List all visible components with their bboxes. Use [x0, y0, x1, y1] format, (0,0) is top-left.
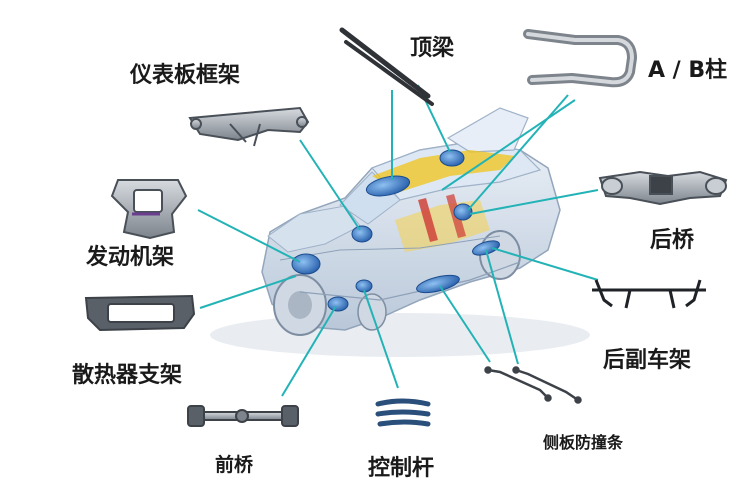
- engine-mount-part: [110, 179, 188, 240]
- leader-rear-subframe: [491, 247, 599, 281]
- instrument-panel-frame-part: [188, 106, 310, 147]
- radiator-support-part: [84, 294, 196, 332]
- label-front-axle: 前桥: [215, 454, 254, 476]
- leader-radiator: [199, 275, 297, 309]
- label-roof-beam: 顶梁: [410, 36, 455, 61]
- label-control-arm: 控制杆: [368, 456, 435, 481]
- leader-side-bar-2: [485, 249, 519, 365]
- label-instrument-panel-frame: 仪表板框架: [130, 63, 241, 88]
- control-arm-part: [375, 398, 431, 427]
- leader-control-arm: [363, 289, 399, 389]
- front-axle-part: [187, 405, 299, 427]
- leader-side-bar-1: [439, 285, 491, 363]
- ab-pillar-part: [523, 29, 637, 88]
- leader-lines: [197, 84, 599, 397]
- label-rear-subframe: 后副车架: [603, 348, 692, 373]
- side-impact-bar-part: [484, 366, 582, 404]
- label-engine-mount: 发动机架: [86, 245, 175, 270]
- roof-beam-part: [339, 27, 434, 106]
- rear-axle-part: [598, 170, 728, 206]
- label-radiator-support: 散热器支架: [72, 363, 183, 388]
- label-side-impact-bar: 侧板防撞条: [543, 433, 624, 452]
- label-ab-pillar: A / B柱: [648, 58, 728, 83]
- leader-rear-axle: [469, 189, 599, 215]
- rear-subframe-part: [592, 279, 706, 309]
- leader-ab-pillar-1: [467, 94, 569, 211]
- car-xray-illustration: [210, 107, 590, 357]
- leader-instrument-panel: [299, 139, 361, 231]
- label-rear-axle: 后桥: [650, 228, 695, 253]
- leader-engine-mount: [197, 209, 301, 263]
- leader-ab-pillar-2: [441, 99, 576, 191]
- leader-front-axle: [281, 305, 337, 397]
